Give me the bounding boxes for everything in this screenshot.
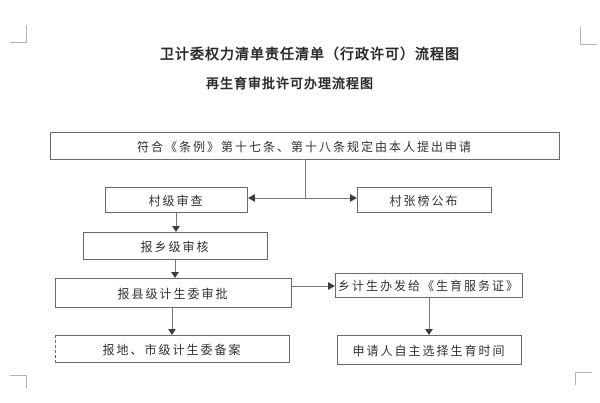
arrowhead-to-township-issue: [328, 282, 335, 290]
page-subtitle: 再生育审批许可办理流程图: [205, 77, 374, 92]
crop-mark-top-right: [580, 27, 597, 45]
connector-township-down: [175, 260, 176, 273]
connector-county-right: [292, 286, 329, 287]
connector-county-down: [172, 308, 173, 330]
crop-mark-bottom-right: [575, 372, 592, 385]
connector-issue-down: [429, 298, 430, 330]
arrowhead-to-choose-time: [425, 329, 433, 335]
connector-review-down: [176, 213, 177, 227]
crop-mark-bottom-left: [10, 375, 27, 388]
flow-node-choose-time: 申请人自主选择生育时间: [337, 335, 522, 365]
flow-node-village-review: 村级审查: [105, 187, 248, 213]
flow-node-apply: 符合《条例》第十七条、第十八条规定由本人提出申请: [50, 132, 560, 160]
arrowhead-to-village-publish: [350, 194, 357, 202]
arrowhead-to-township-review: [172, 226, 180, 232]
crop-mark-top-left: [10, 25, 27, 43]
arrowhead-to-county-approve: [171, 272, 179, 278]
flow-node-county-approve: 报县级计生委审批: [55, 278, 292, 308]
page-title: 卫计委权力清单责任清单（行政许可）流程图: [160, 47, 460, 63]
flow-node-record-filing: 报地、市级计生委备案: [55, 335, 290, 363]
flow-node-township-issue: 乡计生办发给《生育服务证》: [335, 273, 523, 298]
flow-node-township-review: 报乡级审核: [83, 232, 268, 260]
connector-branch-horizontal: [253, 198, 352, 199]
flow-node-village-publish: 村张榜公布: [357, 187, 492, 213]
arrowhead-to-village-review: [248, 194, 255, 202]
connector-apply-stem: [305, 160, 306, 198]
arrowhead-to-record-filing: [168, 329, 176, 335]
